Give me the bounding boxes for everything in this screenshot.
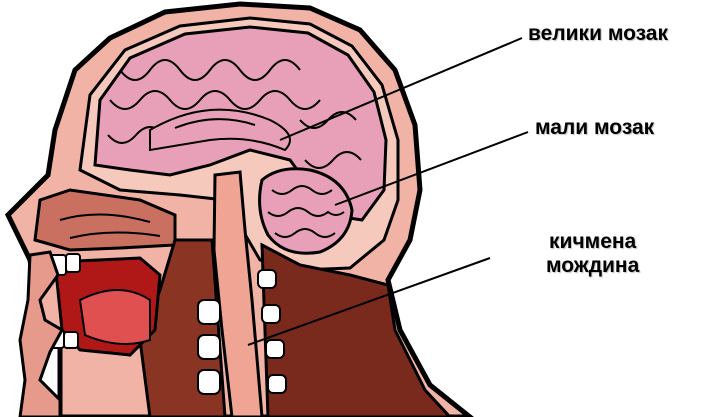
label-spinal-cord: кичмена мождина: [546, 230, 639, 278]
label-cerebellum: мали мозак: [535, 116, 654, 140]
label-cerebrum: велики мозак: [528, 22, 668, 46]
label-spinal-cord-line2: мождина: [546, 254, 639, 278]
tongue: [80, 290, 150, 344]
lips: [20, 252, 62, 417]
label-spinal-cord-line1: кичмена: [546, 230, 639, 254]
